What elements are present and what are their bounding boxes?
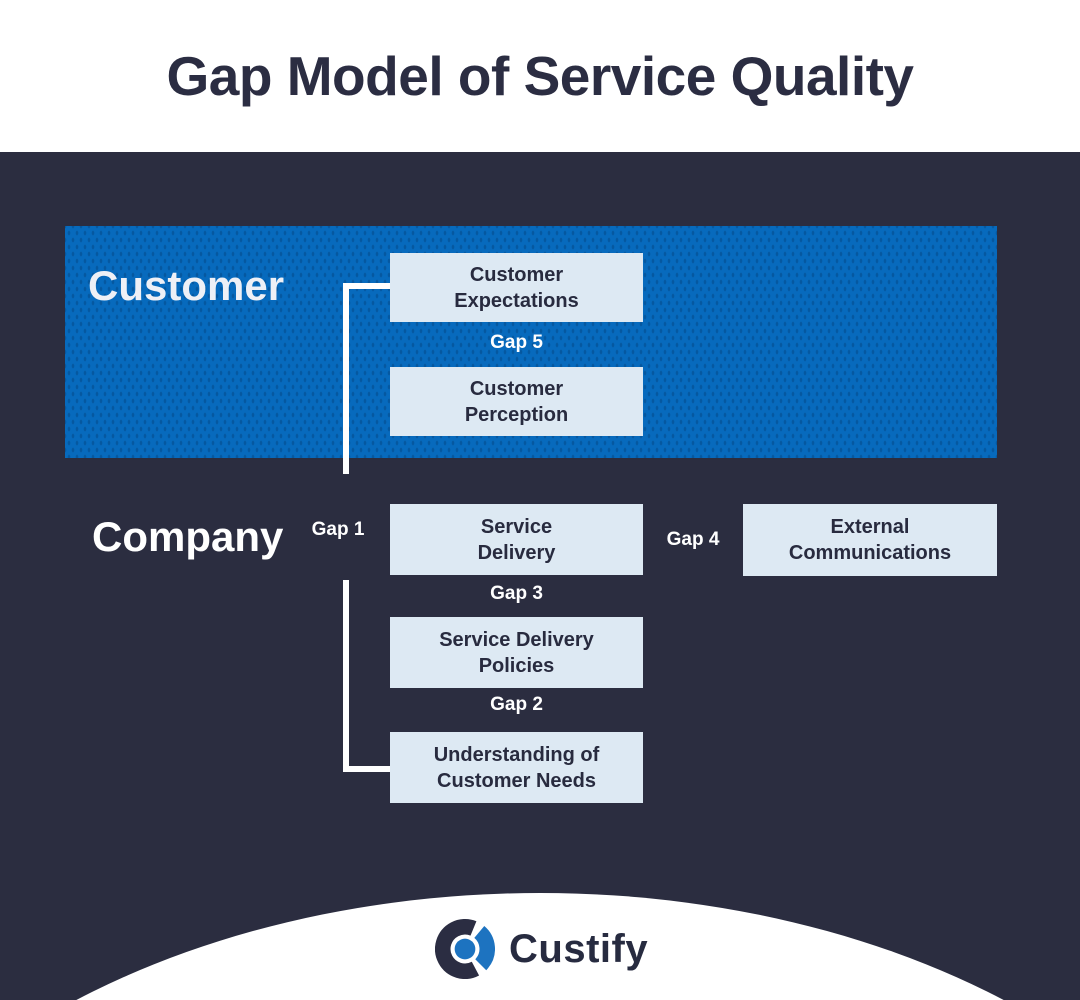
header: Gap Model of Service Quality: [0, 0, 1080, 152]
custify-wordmark: Custify: [509, 926, 649, 971]
company-section-label: Company: [92, 513, 284, 560]
external-communications-line2: Communications: [788, 542, 952, 564]
customer-perception-line2: Perception: [464, 403, 569, 426]
gap3-label: Gap 3: [490, 583, 543, 604]
customer-section-label: Customer: [88, 262, 285, 309]
understanding-customer-needs-line2: Customer Needs: [437, 769, 596, 792]
connector-bottom-horizontal: [343, 766, 390, 772]
service-delivery-policies-line1: Service Delivery: [439, 628, 594, 651]
understanding-customer-needs-line1: Understanding of: [433, 743, 600, 766]
customer-expectations-box: Customer Expectations: [390, 253, 643, 322]
customer-expectations-line1: Customer: [469, 263, 564, 286]
gap5-label: Gap 5: [490, 332, 543, 353]
connector-vertical-lower: [343, 580, 349, 772]
understanding-customer-needs-box: Understanding of Customer Needs: [390, 732, 643, 803]
service-delivery-line2: Delivery: [477, 541, 556, 564]
service-delivery-line1: Service: [480, 515, 553, 538]
service-delivery-policies-box: Service Delivery Policies: [390, 617, 643, 688]
service-delivery-policies-line2: Policies: [478, 654, 555, 677]
customer-perception-box: Customer Perception: [390, 367, 643, 436]
gap1-label: Gap 1: [311, 519, 365, 540]
customer-expectations-line2: Expectations: [454, 289, 579, 312]
service-delivery-box: Service Delivery: [390, 504, 643, 575]
customer-perception-line1: Customer: [469, 377, 564, 400]
connector-top-horizontal: [343, 283, 390, 289]
external-communications-box: External Communications: [743, 504, 997, 576]
custify-logo-icon: [435, 919, 495, 979]
connector-vertical-upper: [343, 283, 349, 474]
custify-logo: Custify: [435, 918, 648, 980]
gap4-label: Gap 4: [666, 529, 720, 550]
page-title: Gap Model of Service Quality: [166, 45, 914, 107]
gap2-label: Gap 2: [490, 694, 543, 715]
external-communications-line1: External: [830, 516, 910, 538]
